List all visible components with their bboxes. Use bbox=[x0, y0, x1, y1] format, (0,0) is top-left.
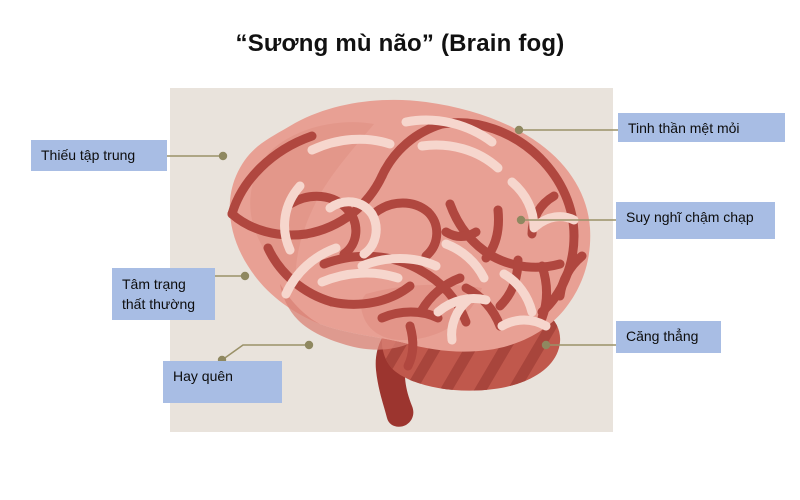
callout-label-mood: Tâm trạng thất thường bbox=[112, 268, 215, 320]
brain-diagram-icon bbox=[227, 99, 591, 427]
callout-label-forget: Hay quên bbox=[163, 361, 282, 403]
brain-illustration-panel bbox=[170, 88, 613, 432]
callout-label-focus: Thiếu tập trung bbox=[31, 140, 167, 171]
page-title: “Sương mù não” (Brain fog) bbox=[235, 30, 565, 57]
callout-label-slow-thinking: Suy nghĩ chậm chạp bbox=[616, 202, 775, 239]
callout-label-stress: Căng thẳng bbox=[616, 321, 721, 353]
callout-label-fatigue: Tinh thần mệt mỏi bbox=[618, 113, 785, 142]
